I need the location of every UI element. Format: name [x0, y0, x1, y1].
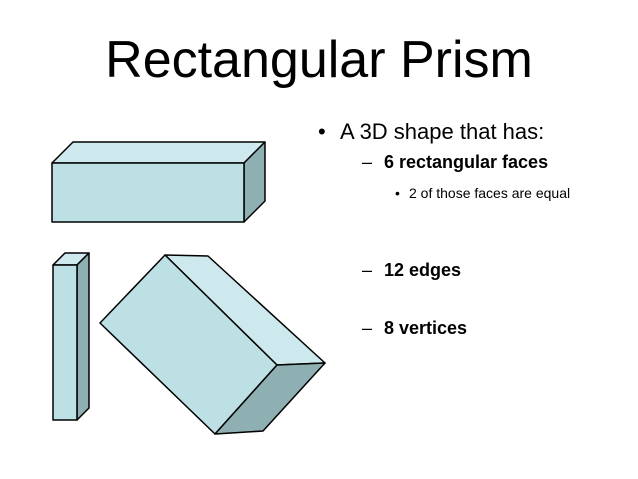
bullet-main: • A 3D shape that has: — [318, 118, 545, 146]
bullet-marker: • — [318, 119, 326, 144]
horizontal-prism-front-face — [51, 162, 245, 223]
vertical-prism-front-face — [52, 264, 78, 421]
horizontal-prism — [51, 141, 266, 223]
bullet-faces-text: 6 rectangular faces — [384, 152, 549, 172]
bullet-faces: – 6 rectangular faces — [362, 150, 549, 174]
bullet-faces-note: • 2 of those faces are equal — [395, 184, 589, 202]
bullet-marker: • — [395, 185, 400, 201]
horizontal-prism-top-face — [51, 141, 266, 164]
tilted-prism-side-face — [214, 362, 326, 435]
dash-marker: – — [362, 260, 373, 280]
bullet-edges-text: 12 edges — [384, 260, 462, 280]
bullet-faces-note-text: 2 of those faces are equal — [409, 185, 571, 201]
tilted-prism — [99, 254, 326, 435]
dash-marker: – — [362, 318, 373, 338]
vertical-prism-side-face — [76, 252, 90, 421]
bullet-vertices: – 8 vertices — [362, 316, 468, 340]
bullet-vertices-text: 8 vertices — [384, 318, 468, 338]
slide-title: Rectangular Prism — [105, 31, 533, 89]
vertical-prism — [52, 252, 90, 421]
bullet-main-text: A 3D shape that has: — [340, 119, 545, 144]
dash-marker: – — [362, 152, 373, 172]
bullet-edges: – 12 edges — [362, 258, 462, 282]
